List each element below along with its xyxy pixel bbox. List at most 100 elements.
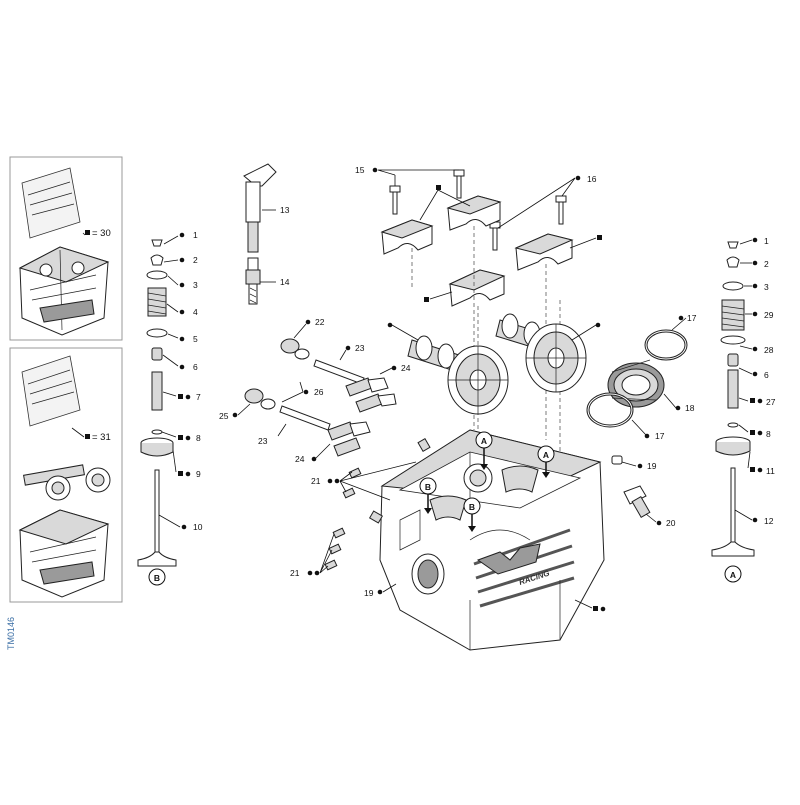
plug-22-icon	[280, 338, 310, 360]
valve-icon	[137, 469, 177, 567]
svg-text:B: B	[469, 502, 475, 512]
cam-cap-icon	[446, 195, 502, 231]
callout-21-top: 21	[311, 476, 321, 486]
callout-17-top: 17	[687, 313, 697, 323]
cam-cap-icon	[514, 233, 574, 271]
cam-cap-icon	[380, 219, 434, 255]
svg-text:A: A	[730, 570, 736, 580]
callout-1: 1	[193, 230, 198, 240]
bolt-icon	[489, 221, 501, 251]
callout-r1: 1	[764, 236, 769, 246]
callout-9: 9	[196, 469, 201, 479]
kit-panel-bottom: = 31	[9, 347, 123, 603]
camshaft-caps	[380, 195, 574, 307]
left-stack-callouts: 1 2 3 4 5 6 7 8 9 10	[158, 230, 203, 532]
svg-text:A: A	[481, 436, 487, 446]
camshaft-intake-icon	[495, 313, 587, 393]
dowel-pin-icon	[611, 455, 623, 465]
callout-24-bottom: 24	[295, 454, 305, 464]
gasket-sheet-icon	[21, 167, 81, 239]
hose-clamp-icon	[644, 329, 688, 361]
callout-14: 14	[280, 277, 290, 287]
intake-boot-icon	[607, 359, 665, 408]
valve-collet-icon	[150, 254, 164, 266]
callout-3: 3	[193, 280, 198, 290]
spring-seat-icon	[720, 335, 746, 345]
valve-seal-icon	[151, 347, 163, 361]
valve-guide-icon	[727, 369, 739, 409]
cam-cap-icon	[448, 269, 506, 307]
callout-23-bottom: 23	[258, 436, 268, 446]
valve-seat-icon	[715, 436, 751, 456]
callout-10: 10	[193, 522, 203, 532]
valve-shim-icon	[151, 239, 163, 247]
callout-26: 26	[314, 387, 324, 397]
right-valve-stack	[711, 241, 755, 557]
rocker-shaft-icon	[279, 405, 331, 431]
callout-13: 13	[280, 205, 290, 215]
valve-guide-icon	[151, 371, 163, 411]
marker-B-head-1: B	[419, 477, 437, 514]
left-valve-stack	[137, 239, 177, 567]
callout-16: 16	[587, 174, 597, 184]
spark-plug-icon	[245, 257, 261, 305]
callout-r2: 2	[764, 259, 769, 269]
ignition-coil-icon	[243, 163, 277, 253]
marker-A-head-1: A	[475, 431, 493, 470]
rocker-shaft-icon	[313, 359, 365, 385]
mini-cylinder-head-icon	[18, 509, 110, 598]
callout-11: 11	[766, 466, 775, 476]
callout-7: 7	[196, 392, 201, 402]
callout-r6: 6	[764, 370, 769, 380]
callout-2: 2	[193, 255, 198, 265]
callout-28: 28	[764, 345, 774, 355]
drawing-code: TM0146	[6, 617, 16, 650]
marker-A-right: A	[724, 565, 742, 583]
valve-spring-icon	[721, 299, 745, 331]
rocker-arm-icon	[327, 421, 371, 457]
callout-22: 22	[315, 317, 325, 327]
valve-icon	[711, 467, 755, 557]
valve-collet-icon	[726, 256, 740, 268]
callout-20: 20	[666, 518, 676, 528]
dowel-pins-21	[324, 467, 362, 571]
hose-clamp-icon	[586, 392, 634, 428]
callout-17-bottom: 17	[655, 431, 665, 441]
circlip-icon	[151, 429, 163, 435]
kit-30-label: = 30	[92, 228, 111, 239]
callout-12: 12	[764, 516, 774, 526]
gasket-sheet-icon	[21, 355, 81, 427]
callout-25: 25	[219, 411, 229, 421]
callout-19-top: 19	[647, 461, 657, 471]
valve-seat-icon	[140, 437, 174, 457]
bolt-icon	[389, 185, 401, 215]
marker-B-head-2: B	[463, 497, 481, 532]
temperature-sensor-icon	[623, 485, 651, 518]
spring-seat-icon	[146, 328, 168, 338]
valve-seal-icon	[727, 353, 739, 367]
cylinder-head-icon: RACING	[368, 429, 605, 651]
callout-6: 6	[193, 362, 198, 372]
callout-29: 29	[764, 310, 774, 320]
callout-27: 27	[766, 397, 776, 407]
svg-text:B: B	[154, 573, 160, 583]
bolt-icon	[453, 169, 465, 199]
callout-r3: 3	[764, 282, 769, 292]
circlip-icon	[727, 422, 739, 428]
callout-8: 8	[196, 433, 201, 443]
svg-text:A: A	[543, 450, 549, 460]
bolt-icon	[555, 195, 567, 225]
callout-5: 5	[193, 334, 198, 344]
marker-A-head-2: A	[537, 445, 555, 478]
right-stack-callouts: 1 2 3 29 28 6 27 8 11 12	[734, 236, 776, 526]
callout-18: 18	[685, 403, 695, 413]
kit-31-label: = 31	[92, 432, 111, 443]
callout-15: 15	[355, 165, 365, 175]
mini-camshaft-icon	[23, 464, 111, 501]
camshaft-exhaust-icon	[407, 335, 509, 415]
cam-callouts: 15 16	[355, 165, 602, 302]
callout-19-bottom: 19	[364, 588, 374, 598]
spring-retainer-icon	[722, 281, 744, 291]
valve-shim-icon	[727, 241, 739, 249]
